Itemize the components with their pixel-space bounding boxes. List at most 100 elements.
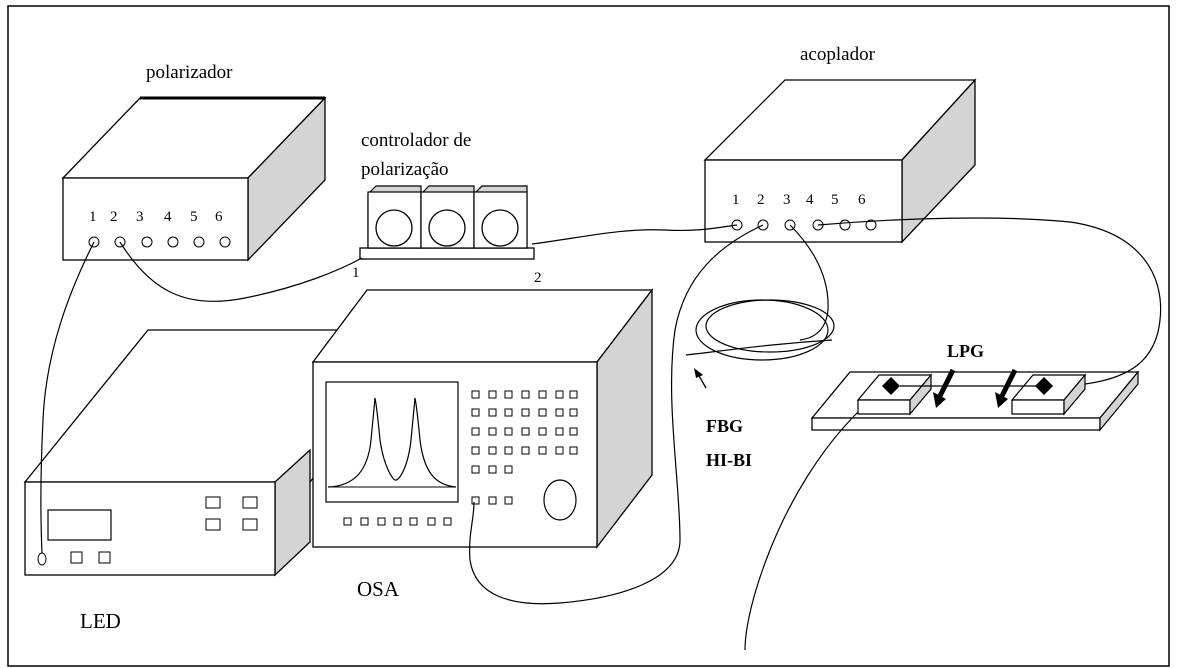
polarizer-label: polarizador [146, 62, 233, 83]
lpg-arrow-shaft [999, 368, 1018, 398]
diagram-frame [7, 5, 1170, 667]
lpg-clamp-front [857, 399, 911, 415]
osa-softkey [409, 517, 418, 526]
controller-paddle-disc [375, 209, 413, 247]
controller-port-number: 2 [534, 270, 542, 286]
lpg-arrow-head [933, 392, 946, 408]
osa-key [504, 465, 513, 474]
controller-port-number: 1 [352, 265, 360, 281]
lpg-clamp-marker [1035, 377, 1053, 395]
fbg-fiber-end [685, 339, 833, 356]
controller-paddle-disc [481, 209, 519, 247]
osa-softkey [393, 517, 402, 526]
coupler-port-numbers: 1 2 3 4 5 6 [732, 192, 866, 208]
osa-top-face [311, 289, 654, 363]
led-button [70, 551, 83, 564]
osa-key [471, 390, 480, 399]
polarizer-port-number: 3 [136, 209, 144, 225]
osa-key [555, 446, 564, 455]
led-label: LED [80, 609, 121, 633]
polarizer-port [141, 236, 153, 248]
coupler-port-number: 1 [732, 192, 740, 208]
coupler-port-number: 6 [858, 192, 866, 208]
fiber-coupler-to-fbg [789, 224, 829, 341]
led-display [47, 509, 112, 541]
lpg-clamp-side [1063, 373, 1086, 416]
controller-base [359, 247, 535, 260]
polarizer-port [193, 236, 205, 248]
lpg-plate-side [1099, 370, 1139, 432]
led-button [242, 496, 258, 509]
osa-knob [543, 479, 577, 521]
lpg-label: LPG [947, 341, 984, 361]
coupler-ports [731, 219, 877, 231]
osa-key [521, 446, 530, 455]
osa-key [538, 390, 547, 399]
led-button [98, 551, 111, 564]
osa-key [555, 427, 564, 436]
osa-key [538, 408, 547, 417]
lpg-clamp-side [909, 373, 932, 416]
osa-key [488, 496, 497, 505]
osa-key [538, 427, 547, 436]
fiber-connections [40, 217, 1162, 651]
coupler-box: 1 2 3 4 5 6 [703, 78, 977, 244]
fiber-polarizer-to-controller [119, 241, 363, 302]
fbg-coil-loop [705, 299, 835, 353]
lpg-clamp-front [1011, 399, 1065, 415]
coupler-label: acoplador [800, 44, 876, 65]
led-output-port [37, 552, 47, 566]
osa-key [471, 465, 480, 474]
polarizer-port [219, 236, 231, 248]
osa-spectrum-trace [327, 397, 457, 488]
coupler-port-number: 3 [783, 192, 791, 208]
osa-key [569, 408, 578, 417]
osa-softkey [377, 517, 386, 526]
osa-key [569, 446, 578, 455]
osa-key [488, 446, 497, 455]
led-button [242, 518, 258, 531]
osa-key [471, 446, 480, 455]
osa-key [521, 427, 530, 436]
osa-key [471, 496, 480, 505]
osa-key [488, 408, 497, 417]
osa-softkeys [343, 517, 452, 526]
controller-label-line1: controlador de [361, 130, 471, 151]
polarizer-port-number: 6 [215, 209, 223, 225]
coupler-port-number: 2 [757, 192, 765, 208]
fiber-controller-to-coupler [531, 224, 738, 245]
fiber-lpg-output [744, 411, 859, 651]
controller-paddle-disc [428, 209, 466, 247]
fbg-label-line2: HI-BI [706, 450, 752, 470]
polarizer-port [167, 236, 179, 248]
led-button [205, 496, 221, 509]
lpg-clamp-marker [882, 377, 900, 395]
osa-softkey [360, 517, 369, 526]
osa-key [488, 465, 497, 474]
lpg-arrow-head [995, 392, 1008, 408]
polarizer-port-numbers: 1 2 3 4 5 6 [89, 209, 223, 225]
fbg-label-line1: FBG [706, 416, 743, 436]
fbg-pointer-arrowhead [694, 368, 703, 378]
osa-softkey [427, 517, 436, 526]
led-button [205, 518, 221, 531]
osa-key [538, 446, 547, 455]
osa-key [569, 390, 578, 399]
osa-instrument [311, 288, 654, 549]
coupler-port [839, 219, 851, 231]
osa-key [555, 390, 564, 399]
polarization-controller: 1 2 [352, 185, 542, 286]
osa-key [504, 390, 513, 399]
osa-key [471, 427, 480, 436]
osa-key [555, 408, 564, 417]
osa-key [569, 427, 578, 436]
polarizer-port-number: 5 [190, 209, 198, 225]
osa-label: OSA [357, 577, 400, 601]
polarizer-ports [88, 236, 231, 248]
osa-key [521, 408, 530, 417]
lpg-stage [810, 368, 1140, 432]
polarizer-port-number: 1 [89, 209, 97, 225]
polarizer-port-number: 4 [164, 209, 172, 225]
